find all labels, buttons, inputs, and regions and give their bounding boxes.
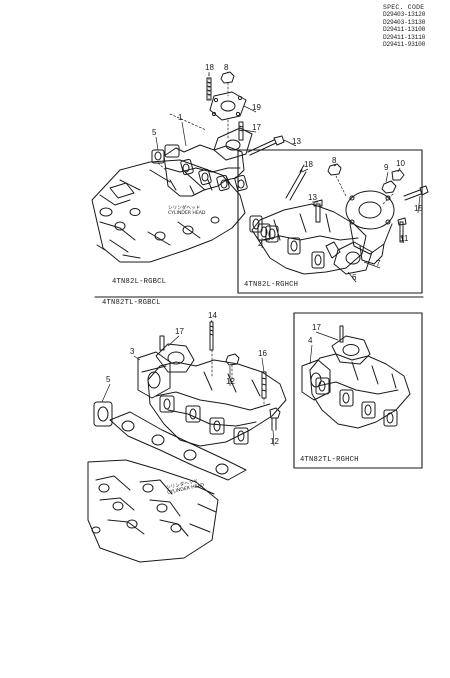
bottom-right-frame [293, 312, 423, 469]
bolt-13-top-right [313, 199, 323, 223]
stud-14 [209, 321, 214, 351]
head-label-top: シリンダヘッド CYLINDER HEAD [168, 206, 205, 217]
leader-line [283, 139, 297, 147]
callout-bottom-left-14: 14 [208, 311, 217, 320]
outlet-flange-bottom-right [331, 335, 371, 365]
outlet-flange-bottom-left [155, 343, 195, 373]
caption-bottom-right-model: 4TN82TL-RGHCH [300, 456, 359, 464]
callout-top-left-19: 19 [252, 103, 261, 112]
callout-leaders [101, 71, 421, 447]
callout-top-left-13: 13 [292, 137, 301, 146]
leader-line [261, 357, 265, 373]
callout-top-right-13: 13 [308, 193, 317, 202]
spec-code-item: D29403-13130 [383, 18, 426, 26]
callout-top-left-1: 1 [178, 113, 183, 122]
leader-line [333, 164, 337, 167]
nut-12-upper [225, 353, 240, 366]
cylinder-head-top [91, 159, 246, 263]
callout-bottom-left-12: 12 [270, 437, 279, 446]
callout-top-left-5: 5 [152, 128, 157, 137]
gasket-5-bottom-left [93, 401, 113, 427]
leader-line [347, 271, 357, 283]
leader-line [363, 261, 381, 269]
exhaust-manifold-top-right [249, 203, 367, 275]
stud-17-bottom-left [159, 335, 165, 351]
leader-line [301, 168, 309, 173]
head-label-top-en: CYLINDER HEAD [168, 211, 206, 217]
stud-18-top-left [206, 77, 212, 101]
leader-line [133, 355, 141, 361]
leader-line [226, 71, 229, 74]
nut-8-top-left [220, 71, 235, 84]
manifold-gasket-strip [109, 411, 247, 481]
leader-line [315, 331, 339, 341]
stud-17-top-left [238, 121, 244, 141]
callout-top-right-7: 7 [376, 259, 381, 268]
callout-top-left-18: 18 [205, 63, 214, 72]
callout-top-right-18: 18 [304, 160, 313, 169]
bolt-15 [403, 185, 429, 201]
callout-top-right-6: 6 [352, 273, 357, 282]
leader-line [242, 129, 257, 133]
gasket-2 [257, 223, 271, 241]
callout-top-right-2: 2 [258, 239, 263, 248]
bracket-6 [325, 241, 341, 259]
exhaust-manifold-bottom-left [147, 359, 287, 447]
callout-top-left-17: 17 [252, 123, 261, 132]
gasket-7 [333, 241, 373, 275]
callout-top-right-11: 11 [400, 234, 409, 243]
nut-8-top-right [327, 163, 342, 176]
leader-line [155, 136, 159, 151]
callout-top-right-10: 10 [396, 159, 405, 168]
bolt-13-top-left [247, 135, 285, 156]
spec-code-item: D29411-93100 [383, 41, 426, 49]
spec-code-item: D29411-13110 [383, 33, 426, 41]
leader-line [210, 319, 213, 323]
stud-17-bottom-right [339, 325, 344, 343]
leader-line [309, 344, 313, 365]
callout-bottom-right-17: 17 [312, 323, 321, 332]
spec-code-item: D29411-13100 [383, 26, 426, 34]
caption-top-left-model: 4TN82L-RGBCL [112, 278, 167, 286]
callout-bottom-left-16: 16 [258, 349, 267, 358]
head-label-top-jp: シリンダヘッド [168, 206, 201, 211]
turbo-elbow-flange [345, 190, 395, 265]
callout-top-right-8: 8 [332, 156, 337, 165]
leader-line [181, 121, 187, 147]
caption-top-right-model: 4TN82L-RGHCH [244, 281, 299, 289]
gasket-19 [209, 91, 247, 121]
adapter-3 [137, 351, 171, 399]
callout-bottom-left-17: 17 [175, 327, 184, 336]
leader-line [400, 235, 405, 244]
exhaust-manifold-top-left [163, 127, 253, 197]
leader-line [167, 335, 180, 347]
nut-12-lower [269, 407, 281, 431]
callout-bottom-left-5: 5 [106, 375, 111, 384]
stud-16 [261, 371, 267, 399]
leader-line [385, 171, 389, 183]
adapter-4 [301, 359, 331, 401]
spec-code-header: SPEC. CODE [383, 4, 425, 11]
leader-line [101, 383, 111, 403]
caption-bottom-left-model: 4TN82TL-RGBCL [102, 299, 161, 307]
leader-line [397, 167, 401, 173]
leader-line [417, 195, 421, 214]
cylinder-head-bottom [87, 459, 219, 563]
callout-bottom-left-3: 3 [130, 347, 135, 356]
spec-code-item: D29403-13120 [383, 11, 426, 19]
callout-top-right-9: 9 [384, 163, 389, 172]
nut-9 [381, 180, 397, 194]
exhaust-manifold-bottom-right [309, 353, 411, 429]
stud-18-top-right [285, 164, 307, 201]
bolt-11 [397, 217, 407, 243]
callout-bottom-left-12: 12 [226, 377, 235, 386]
callout-bottom-right-4: 4 [308, 336, 313, 345]
leader-line [243, 105, 257, 113]
leader-line [272, 429, 275, 447]
spec-code-block: SPEC. CODE D29403-13120 D29403-13130 D29… [383, 4, 425, 48]
callout-top-left-8: 8 [224, 63, 229, 72]
